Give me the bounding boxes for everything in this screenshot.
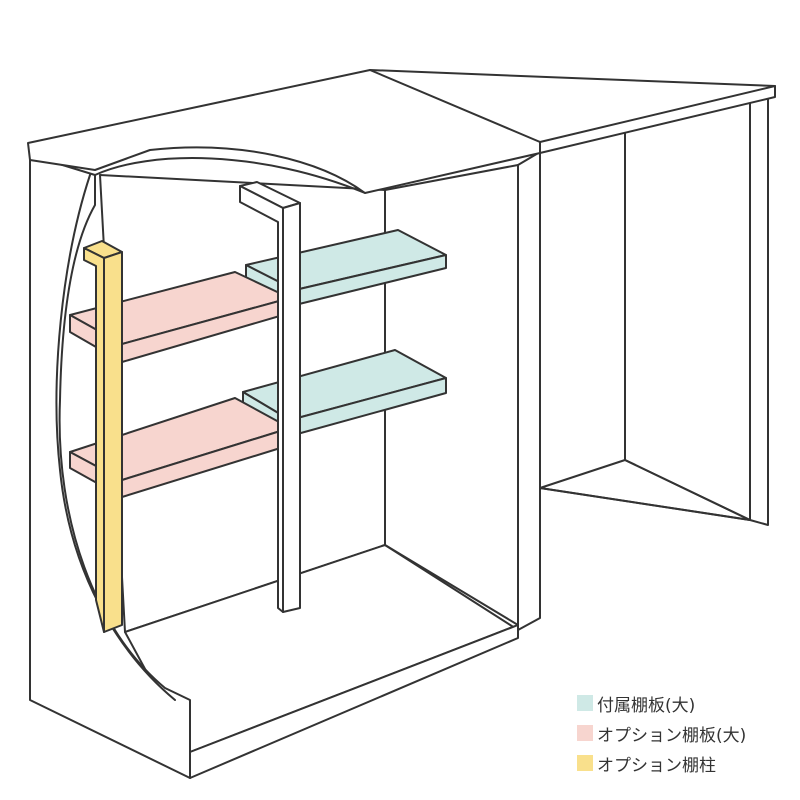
right-desk-top-edge: [539, 85, 776, 143]
legend-label: オプション棚板(大): [597, 725, 747, 746]
legend-label: オプション棚柱: [597, 755, 716, 776]
included-divider-post: [239, 181, 301, 613]
option-shelf-post: [83, 240, 123, 633]
cabinet-right-side-panel: [517, 151, 541, 631]
divider-post-front: [282, 202, 301, 613]
cabinet-top-curve-edge: [94, 157, 366, 194]
legend-item-included-shelf: 付属棚板(大): [577, 688, 746, 718]
legend-swatch-yellow: [577, 755, 593, 771]
legend: 付属棚板(大) オプション棚板(大) オプション棚柱: [577, 688, 746, 778]
legend-swatch-teal: [577, 695, 593, 711]
right-desk-floor-line: [539, 459, 751, 521]
legend-item-option-shelf: オプション棚板(大): [577, 718, 746, 748]
cabinet-curved-opening-edge: [55, 174, 176, 701]
right-desk-unit: [369, 69, 776, 526]
cabinet-front-frame: [29, 154, 191, 779]
divider-post-side: [239, 185, 284, 613]
cabinet-bottom-plinth: [189, 624, 519, 779]
legend-item-option-post: オプション棚柱: [577, 748, 746, 778]
option-post-front: [103, 251, 123, 633]
legend-swatch-pink: [577, 725, 593, 741]
legend-label: 付属棚板(大): [597, 695, 696, 716]
right-desk-inner-side-panel: [624, 99, 751, 521]
option-post-side: [83, 247, 105, 633]
right-desk-outer-leg: [749, 97, 769, 526]
